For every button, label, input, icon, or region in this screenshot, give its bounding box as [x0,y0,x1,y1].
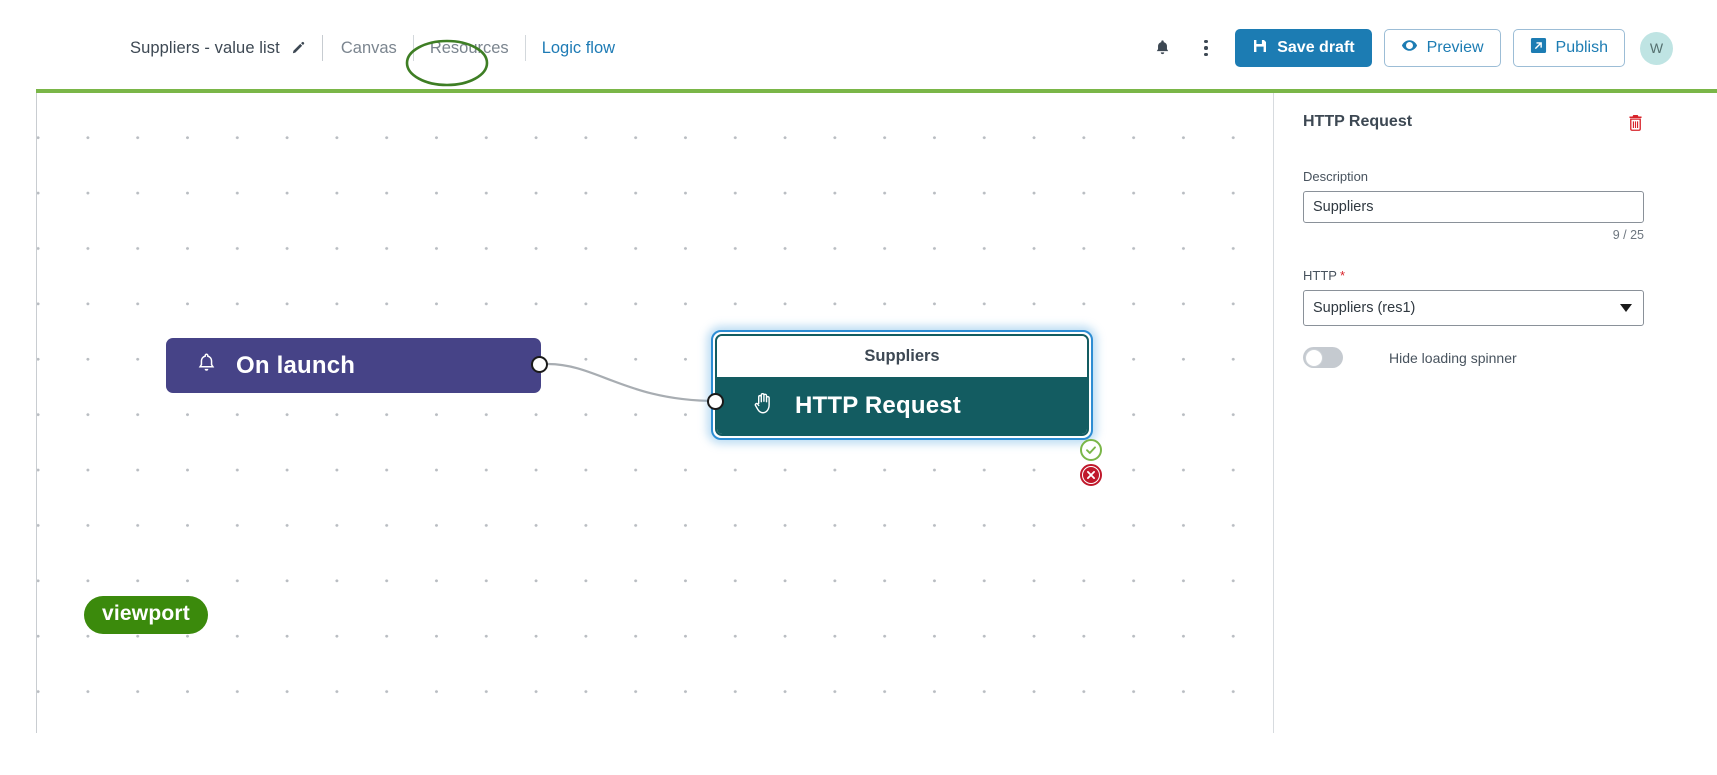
header-divider [321,35,323,61]
http-select-wrapper: Suppliers (res1) [1303,290,1644,326]
eye-icon [1401,37,1418,59]
more-vertical-icon[interactable] [1189,31,1223,65]
save-draft-button[interactable]: Save draft [1235,29,1372,67]
preview-button[interactable]: Preview [1383,29,1501,67]
logic-flow-canvas[interactable]: On launch Suppliers HTTP Request [36,93,1273,733]
properties-panel: HTTP Request Description 9 / 25 HTTP* Su… [1273,93,1673,733]
header-left-group: Suppliers - value list Canvas Resources … [130,30,617,66]
save-draft-label: Save draft [1277,39,1355,56]
check-circle-icon[interactable] [1080,439,1102,461]
description-input[interactable] [1303,191,1644,223]
save-icon [1252,38,1268,59]
header-actions: Save draft Preview Publi [1145,0,1717,96]
hide-loading-spinner-row: Hide loading spinner [1303,347,1644,368]
hide-loading-spinner-toggle[interactable] [1303,347,1343,368]
http-label: HTTP* [1303,268,1644,283]
port-on-launch-out[interactable] [531,356,548,373]
page-title: Suppliers - value list [130,38,280,57]
node-http-request[interactable]: Suppliers HTTP Request [711,330,1102,486]
app-header: Suppliers - value list Canvas Resources … [0,0,1717,96]
description-label: Description [1303,169,1369,184]
bell-icon[interactable] [1145,31,1179,65]
toggle-knob [1304,348,1323,367]
header-green-rule [36,89,1717,93]
hide-loading-spinner-label: Hide loading spinner [1389,349,1517,366]
publish-button[interactable]: Publish [1512,29,1625,67]
node-http-request-header: HTTP Request [717,377,1087,434]
properties-panel-header: HTTP Request [1303,93,1644,143]
required-asterisk: * [1339,268,1346,283]
node-on-launch[interactable]: On launch [166,338,541,393]
viewport-annotation-badge: viewport [84,596,208,634]
properties-panel-title: HTTP Request [1303,113,1413,130]
nav-resources[interactable]: Resources [429,38,509,57]
preview-label: Preview [1426,39,1484,56]
node-http-request-title: Suppliers [717,336,1087,377]
nav-separator-2 [524,35,526,61]
node-on-launch-label: On launch [236,351,356,379]
trash-icon[interactable] [1627,113,1644,132]
avatar[interactable]: W [1640,31,1673,65]
error-circle-icon[interactable] [1080,464,1102,486]
publish-label: Publish [1555,39,1608,56]
nav-separator-1 [412,35,414,61]
node-http-request-label: HTTP Request [795,391,961,419]
http-label-text: HTTP [1303,268,1337,283]
port-http-request-in[interactable] [707,393,724,410]
hand-icon [753,390,777,421]
node-http-request-body[interactable]: Suppliers HTTP Request [715,334,1089,436]
nav-canvas[interactable]: Canvas [340,38,397,57]
http-select[interactable]: Suppliers (res1) [1303,290,1644,326]
bell-icon [195,351,218,380]
pencil-icon[interactable] [291,41,306,56]
nav-logic-flow[interactable]: Logic flow [541,38,616,57]
description-counter: 9 / 25 [1612,228,1644,242]
external-link-icon [1530,37,1547,59]
